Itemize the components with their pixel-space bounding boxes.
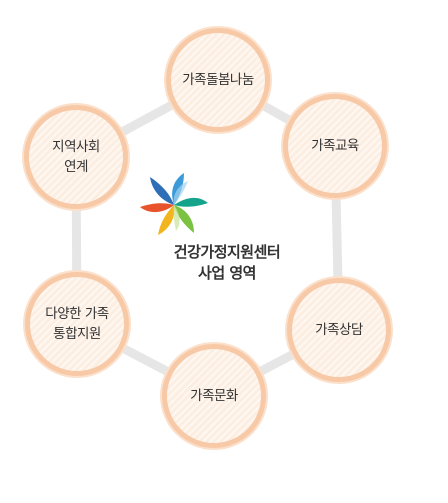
logo-blades (140, 173, 208, 235)
node-family-culture[interactable]: 가족문화 (162, 344, 266, 448)
center-hub: 건강가정지원센터 사업 영역 (140, 170, 312, 284)
node-family-education[interactable]: 가족교육 (283, 94, 387, 198)
node-family-care-sharing[interactable]: 가족돌봄나눔 (166, 28, 270, 132)
pinwheel-logo-icon (140, 173, 208, 235)
node-diverse-family-support[interactable]: 다양한 가족 통합지원 (25, 272, 129, 376)
node-family-counseling[interactable]: 가족상담 (287, 278, 391, 382)
node-community-link[interactable]: 지역사회 연계 (24, 105, 128, 209)
center-title-line2: 사업 영역 (198, 264, 256, 282)
center-title-line1: 건강가정지원센터 (173, 243, 281, 261)
